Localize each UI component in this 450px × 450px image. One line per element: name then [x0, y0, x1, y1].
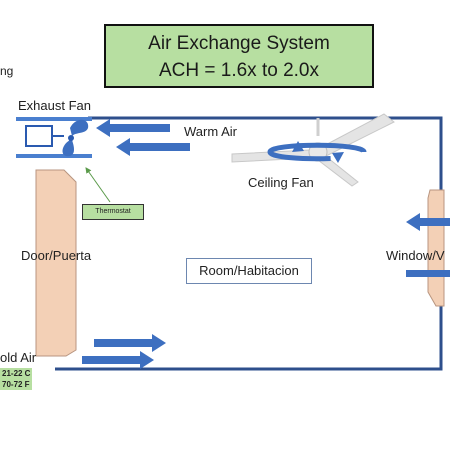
window-air-arrow-1 — [406, 213, 450, 231]
cold-air-label: old Air — [0, 350, 37, 365]
title-line-1: Air Exchange System — [148, 33, 330, 54]
temperature-range-box: 21-22 C 70-72 F — [0, 368, 32, 390]
door-label: Door/Puerta — [21, 248, 92, 263]
warm-air-arrow-2 — [116, 138, 190, 156]
temperature-celsius: 21-22 C — [2, 369, 31, 378]
cold-air-arrow-2 — [82, 351, 154, 369]
ceiling-fan-icon — [231, 113, 395, 187]
title-line-2: ACH = 1.6x to 2.0x — [159, 60, 319, 81]
thermostat-pointer — [85, 167, 111, 203]
temperature-fahrenheit: 70-72 F — [2, 380, 30, 389]
exhaust-fan-label: Exhaust Fan — [18, 98, 91, 113]
thermostat-label: Thermostat — [82, 204, 144, 220]
warm-air-arrow-1 — [96, 119, 170, 137]
warm-air-label: Warm Air — [184, 124, 237, 139]
room-label: Room/Habitacion — [186, 258, 312, 284]
cold-air-arrow-1 — [94, 334, 166, 352]
ceiling-fan-label: Ceiling Fan — [248, 175, 314, 190]
exhaust-fan-icon — [16, 117, 92, 158]
window-air-arrow-2 — [406, 270, 450, 277]
title-box: Air Exchange System ACH = 1.6x to 2.0x — [104, 24, 374, 88]
cut-off-label: ng — [0, 64, 14, 78]
door-panel — [35, 169, 77, 357]
window-label: Window/V — [386, 248, 445, 263]
